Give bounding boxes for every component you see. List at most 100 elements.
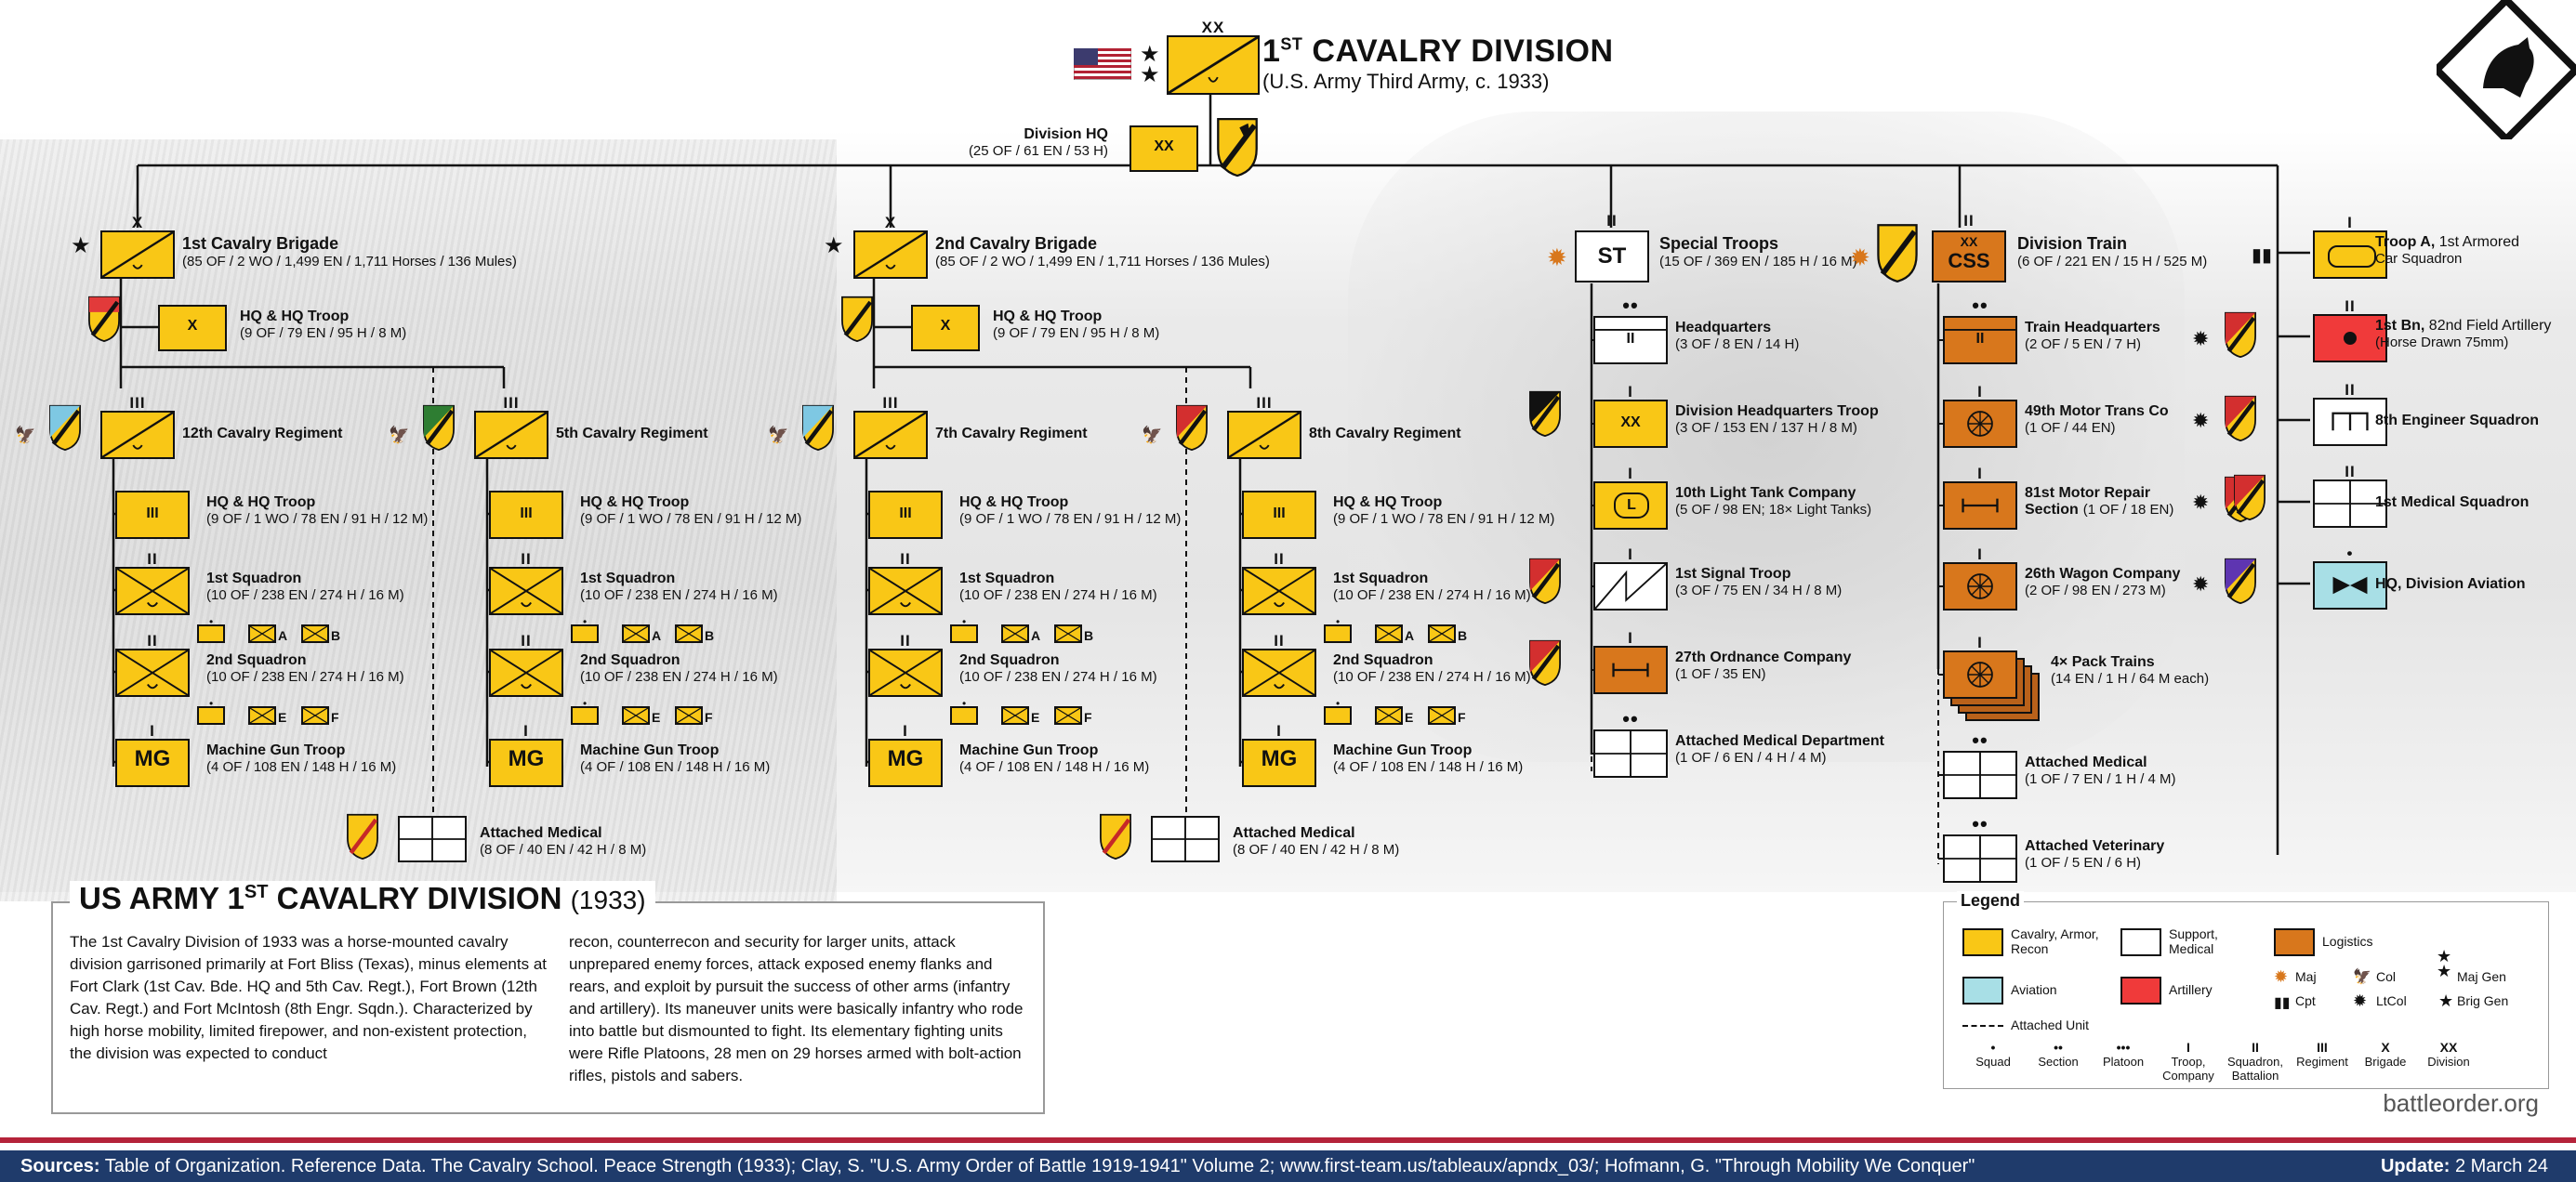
division-train-unit-symbol[interactable]: •• (1943, 812, 2017, 883)
regiment-hq-label: HQ & HQ Troop(9 OF / 1 WO / 78 EN / 91 H… (580, 494, 802, 527)
troop-symbol[interactable] (1428, 624, 1456, 643)
divisional-unit-symbol[interactable]: I (2313, 214, 2387, 279)
troop-hq-symbol[interactable]: • (950, 615, 978, 643)
squadron-symbol[interactable]: II (868, 632, 943, 697)
squadron-symbol[interactable]: II (868, 550, 943, 615)
maj-rank-icon: ✹ (1547, 243, 1567, 271)
background-vehicle (1348, 112, 2185, 762)
troop-symbol[interactable] (1054, 624, 1082, 643)
divisional-unit-symbol[interactable]: • (2313, 545, 2387, 610)
division-train-unit-symbol[interactable]: I (1943, 465, 2017, 530)
troop-symbol[interactable] (622, 706, 650, 725)
troop-symbol[interactable] (301, 706, 329, 725)
troop-hq-symbol[interactable]: • (571, 697, 599, 725)
troop-symbol[interactable] (1428, 706, 1456, 725)
regiment-label: 12th Cavalry Regiment (182, 426, 343, 441)
mg-troop-label: Machine Gun Troop(4 OF / 108 EN / 148 H … (580, 742, 771, 775)
regiment-symbol[interactable]: III (1227, 394, 1301, 459)
footer: Sources: Table of Organization. Referenc… (0, 1137, 2576, 1182)
troop-symbol[interactable] (675, 624, 703, 643)
troop-symbol[interactable] (248, 624, 276, 643)
regiment-symbol[interactable]: III (474, 394, 548, 459)
brigade-1-hq-symbol[interactable]: X (158, 305, 227, 351)
squadron-symbol[interactable]: II (115, 632, 190, 697)
regiment-hq-symbol[interactable]: III (868, 491, 943, 539)
regiment-patch-icon (423, 404, 455, 451)
troop-symbol[interactable] (1375, 706, 1403, 725)
troop-symbol[interactable] (622, 624, 650, 643)
footer-strip (0, 1137, 2576, 1143)
squadron-label: 1st Squadron(10 OF / 238 EN / 274 H / 16… (206, 571, 404, 603)
division-train-unit-symbol[interactable]: •• (1943, 729, 2017, 799)
division-train-unit-symbol[interactable]: ••II (1943, 294, 2017, 364)
troop-symbol[interactable] (301, 624, 329, 643)
brigade-2-hq-symbol[interactable]: X (911, 305, 980, 351)
division-train-unit-label: Train Headquarters(2 OF / 5 EN / 7 H) (2025, 320, 2160, 352)
troop-hq-symbol[interactable]: • (950, 697, 978, 725)
special-troops-unit-symbol[interactable]: ••II (1593, 294, 1668, 364)
troop-symbol[interactable] (248, 706, 276, 725)
squadron-symbol[interactable]: II (489, 550, 563, 615)
squadron-symbol[interactable]: II (115, 550, 190, 615)
maj-gen-rank-icon: ★★ (2437, 947, 2452, 980)
regiment-hq-symbol[interactable]: III (489, 491, 563, 539)
regiment-hq-symbol[interactable]: III (115, 491, 190, 539)
regiment-symbol[interactable]: III (853, 394, 928, 459)
troop-symbol[interactable] (1001, 624, 1029, 643)
troop-symbol[interactable] (675, 706, 703, 725)
battleorder-logo (2437, 0, 2576, 139)
troop-hq-symbol[interactable]: • (1324, 615, 1352, 643)
troop-symbol[interactable] (1375, 624, 1403, 643)
brigade-1-symbol[interactable]: X (100, 214, 175, 279)
info-box: US ARMY 1ST CAVALRY DIVISION (1933) The … (51, 881, 1045, 1114)
troop-hq-symbol[interactable]: • (197, 697, 225, 725)
divisional-unit-label: HQ, Division Aviation (2375, 576, 2526, 592)
special-troops-label: Special Troops (15 OF / 369 EN / 185 H /… (1659, 234, 1857, 269)
division-hq-symbol[interactable]: XX (1129, 125, 1198, 172)
squadron-symbol[interactable]: II (489, 632, 563, 697)
division-train-unit-symbol[interactable]: I (1943, 634, 2017, 699)
maj-gen-stars-icon: ★★ (1140, 42, 1160, 87)
troop-hq-symbol[interactable]: • (571, 615, 599, 643)
brigade-2-symbol[interactable]: X (853, 214, 928, 279)
divisional-unit-label: 1st Medical Squadron (2375, 494, 2530, 510)
special-troops-symbol[interactable]: II ST (1575, 212, 1649, 282)
squadron-label: 2nd Squadron(10 OF / 238 EN / 274 H / 16… (959, 652, 1157, 685)
brand-text[interactable]: battleorder.org (2383, 1089, 2539, 1117)
regiment-symbol[interactable]: III (100, 394, 175, 459)
brigade-2-medical-symbol[interactable] (1151, 816, 1220, 862)
troop-symbol[interactable] (1001, 706, 1029, 725)
troop-symbol[interactable] (1054, 706, 1082, 725)
ltcol-rank-icon: ✹ (2353, 992, 2368, 1010)
train-patch-icon (1877, 224, 1918, 282)
squadron-label: 1st Squadron(10 OF / 238 EN / 274 H / 16… (580, 571, 778, 603)
special-troops-unit-symbol[interactable]: I (1593, 545, 1668, 611)
special-troops-unit-symbol[interactable]: •• (1593, 707, 1668, 778)
special-troops-unit-symbol[interactable]: I (1593, 629, 1668, 694)
divisional-unit-symbol[interactable]: II (2313, 463, 2387, 528)
troop-hq-symbol[interactable]: • (1324, 697, 1352, 725)
squadron-symbol[interactable]: II (1242, 632, 1316, 697)
special-troops-unit-label: 27th Ordnance Company(1 OF / 35 EN) (1675, 650, 1852, 682)
division-train-unit-symbol[interactable]: I (1943, 545, 2017, 611)
unit-patch-icon (1529, 390, 1561, 437)
ltcol-rank-icon: ✹ (2192, 572, 2210, 596)
squadron-symbol[interactable]: II (1242, 550, 1316, 615)
troop-hq-symbol[interactable]: • (197, 615, 225, 643)
regiment-hq-label: HQ & HQ Troop(9 OF / 1 WO / 78 EN / 91 H… (959, 494, 1182, 527)
division-train-symbol[interactable]: II XX CSS (1932, 212, 2006, 282)
maj-rank-icon: ✹ (2274, 967, 2289, 986)
legend-swatch-support (2120, 928, 2161, 956)
divisional-unit-symbol[interactable]: II (2313, 297, 2387, 362)
brigade-1-medical-symbol[interactable] (398, 816, 467, 862)
regiment-hq-symbol[interactable]: III (1242, 491, 1316, 539)
division-train-unit-symbol[interactable]: I (1943, 383, 2017, 448)
divisional-unit-symbol[interactable]: II (2313, 381, 2387, 446)
